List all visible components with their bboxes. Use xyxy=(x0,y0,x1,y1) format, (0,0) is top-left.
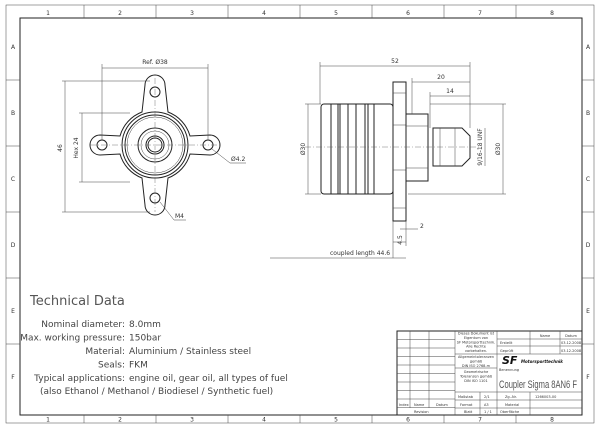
part-name: Coupler Sigma 8AN6 F xyxy=(499,379,577,391)
column-label: 1 xyxy=(46,10,50,17)
technical-data: Technical Data Nominal diameter: 8.0mmMax… xyxy=(20,294,288,397)
column-label: 8 xyxy=(550,10,554,17)
length-14-label: 14 xyxy=(446,88,454,95)
column-label: 3 xyxy=(190,10,194,17)
column-label: 7 xyxy=(478,10,482,17)
tech-label: Nominal diameter: xyxy=(41,320,125,330)
rev-datum-header: Datum xyxy=(436,403,448,407)
thread-unf-label: 9/16-18 UNF xyxy=(477,128,484,166)
general-tolerance-text: DIN ISO 2768-m xyxy=(462,364,491,368)
ref-dia-label: Ref. Ø38 xyxy=(142,59,168,66)
column-label: 4 xyxy=(262,417,266,424)
height-label: 46 xyxy=(57,144,64,152)
drawing-number: 1266003-00 xyxy=(535,395,556,399)
row-label: A xyxy=(11,44,16,51)
column-label: 3 xyxy=(190,417,194,424)
column-label: 6 xyxy=(406,417,410,424)
dim-45-label: 4.5 xyxy=(397,235,404,245)
row-label: F xyxy=(586,374,590,381)
benennung-label: Benennung xyxy=(499,368,519,372)
column-label: 4 xyxy=(262,10,266,17)
ownership-text: vorbehalten. xyxy=(465,349,487,353)
tech-value: engine oil, gear oil, all types of fuel xyxy=(129,374,288,384)
inner-frame xyxy=(19,17,583,416)
column-label: 2 xyxy=(118,417,122,424)
tech-note: (also Ethanol / Methanol / Biodiesel / S… xyxy=(40,387,273,397)
tech-label: Typical applications: xyxy=(33,374,125,384)
geo-tolerance-text: Toleranzen gemäß xyxy=(459,374,493,378)
coupled-length-label: coupled length 44.6 xyxy=(330,250,390,257)
dia-right-label: Ø30 xyxy=(495,143,502,156)
material-label: Material xyxy=(505,403,519,407)
row-label: F xyxy=(11,374,15,381)
row-label: C xyxy=(586,176,590,183)
ownership-text: Dieses Dokument ist xyxy=(458,332,495,336)
column-label: 1 xyxy=(46,417,50,424)
erstellt-date: 03.12.2008 xyxy=(561,341,581,345)
column-label: 7 xyxy=(478,417,482,424)
erstellt-label: Erstellt xyxy=(500,341,513,345)
length-52-label: 52 xyxy=(391,58,399,65)
row-label: D xyxy=(11,242,16,249)
geprueft-date: 03.12.2008 xyxy=(561,349,581,353)
hole-dia-label: Ø4.2 xyxy=(231,156,245,163)
side-view: 52 20 14 Ø30 Ø30 9/16-18 UNF 2 4.5 coupl… xyxy=(270,58,506,259)
ownership-text: Eigentum von xyxy=(464,336,488,340)
column-label: 8 xyxy=(550,417,554,424)
dia-left-label: Ø30 xyxy=(300,143,307,156)
ownership-text: SF Motorsporttechnik. xyxy=(457,340,495,344)
general-tolerance-text: Allgemeintoleranzen xyxy=(458,355,494,359)
sf-logo: SF xyxy=(502,354,518,367)
scale-value: 2/1 xyxy=(484,395,490,399)
geo-tolerance-text: Geometrische xyxy=(464,370,488,374)
title-block: Dieses Dokument ist Eigentum von SF Moto… xyxy=(396,330,583,416)
sheet-value: 1 / 1 xyxy=(484,410,492,414)
format-value: A3 xyxy=(484,403,489,407)
logo-text: Motorsporttechnik xyxy=(521,359,563,364)
tech-value: 8.0mm xyxy=(129,320,161,330)
row-label: E xyxy=(586,308,590,315)
tech-value: FKM xyxy=(129,361,148,371)
row-label: D xyxy=(586,242,591,249)
zgnr-label: Zg.-Nr. xyxy=(505,395,517,399)
tech-title: Technical Data xyxy=(29,294,125,309)
tech-label: Material: xyxy=(85,347,125,357)
ownership-text: Alle Rechte xyxy=(466,345,486,349)
datum-header: Datum xyxy=(565,334,577,338)
row-label: E xyxy=(11,308,15,315)
revision-label: Revision xyxy=(414,410,429,414)
geprueft-label: Geprüft xyxy=(500,349,514,353)
tech-value: 150bar xyxy=(129,334,161,344)
rev-name-header: Name xyxy=(414,403,424,407)
column-label: 5 xyxy=(334,417,338,424)
general-tolerance-text: gemäß xyxy=(470,359,483,363)
index-header: Index xyxy=(399,403,409,407)
column-label: 5 xyxy=(334,10,338,17)
geo-tolerance-text: DIN ISO 1101 xyxy=(464,379,488,383)
dim-2-label: 2 xyxy=(420,223,424,230)
blatt-label: Blatt xyxy=(464,410,473,414)
thread-m4-label: M4 xyxy=(175,213,184,220)
front-view: Ref. Ø38 46 Hex 24 Ø4.2 M4 xyxy=(57,59,246,221)
name-header: Name xyxy=(540,334,550,338)
massstab-label: Maßstab xyxy=(458,395,474,399)
row-label: B xyxy=(11,110,15,117)
row-label: A xyxy=(586,44,591,51)
row-label: B xyxy=(586,110,590,117)
tech-label: Seals: xyxy=(98,361,125,371)
row-label: C xyxy=(11,176,15,183)
hex-label: Hex 24 xyxy=(73,137,80,158)
tech-label: Max. working pressure: xyxy=(20,334,125,344)
column-label: 2 xyxy=(118,10,122,17)
tech-value: Aluminium / Stainless steel xyxy=(129,347,251,357)
length-20-label: 20 xyxy=(437,74,445,81)
column-label: 6 xyxy=(406,10,410,17)
oberflaeche-label: Oberfläche xyxy=(500,410,519,414)
format-label: Format xyxy=(460,403,473,407)
